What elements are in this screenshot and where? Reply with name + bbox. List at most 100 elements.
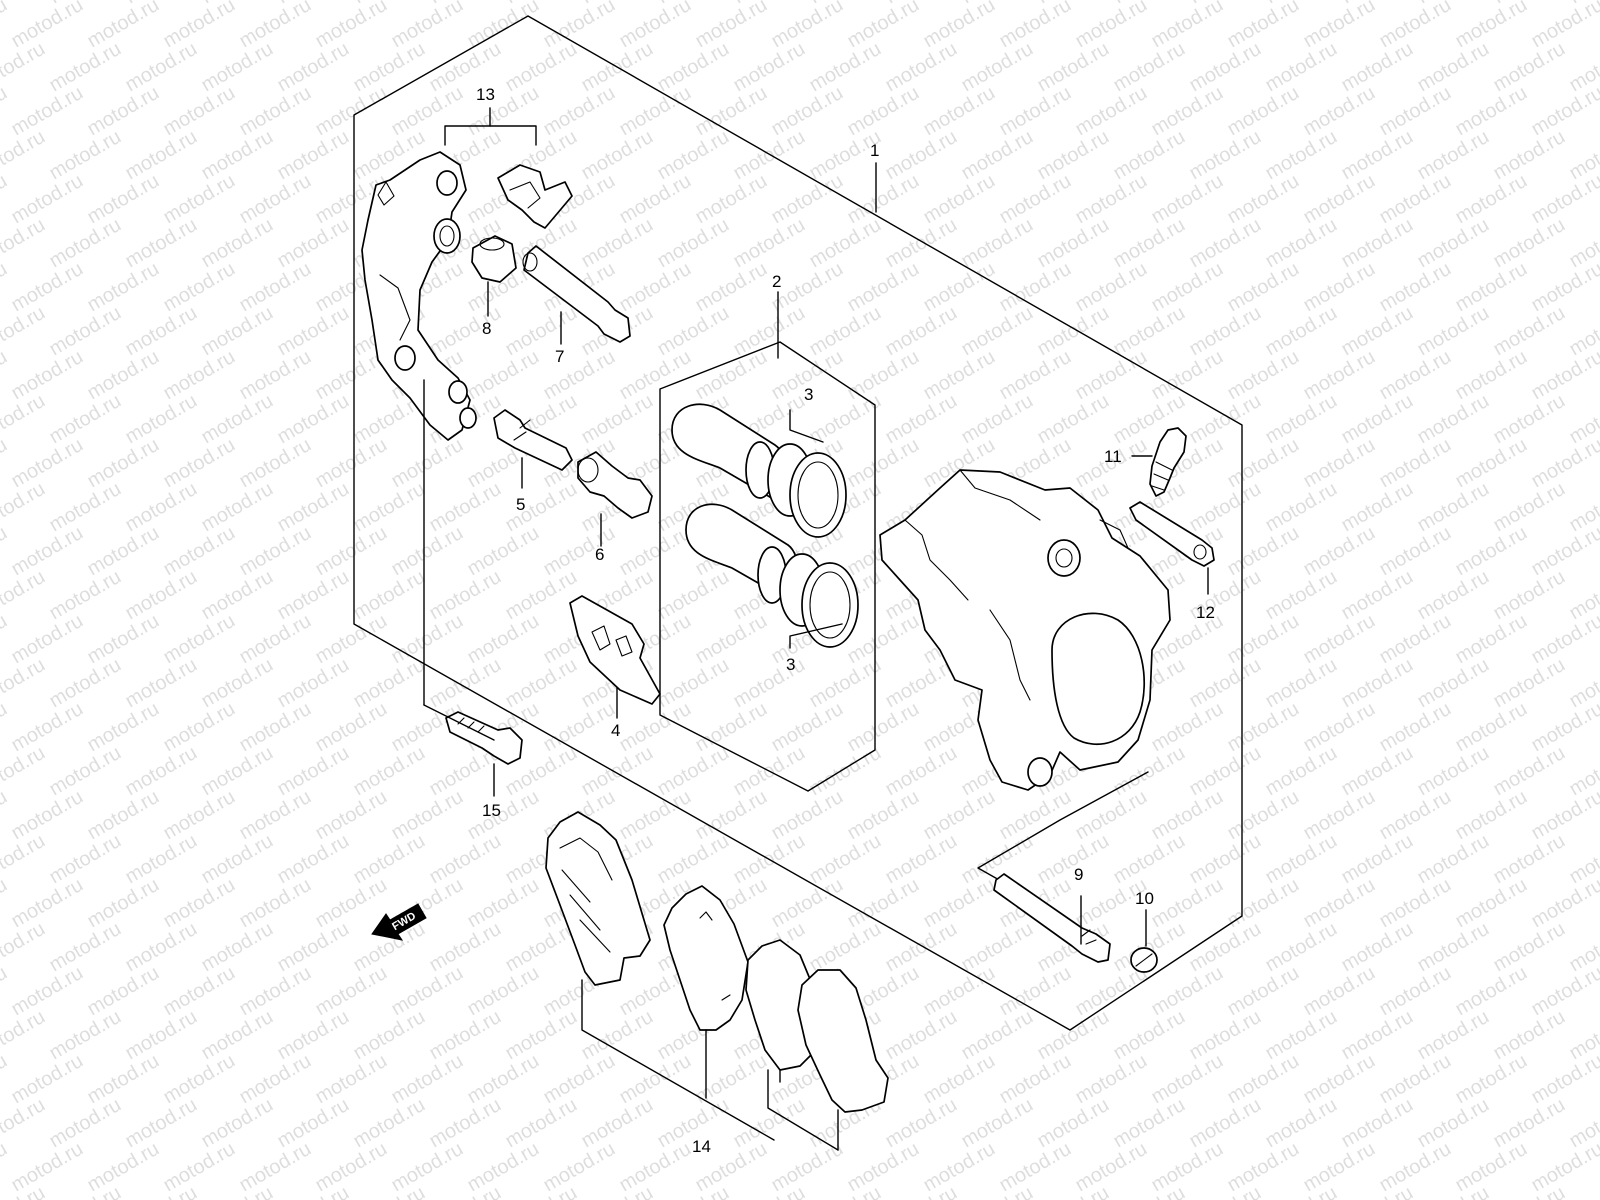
watermark-text: motod.ru [1414, 478, 1493, 537]
watermark-text: motod.ru [1338, 390, 1417, 449]
watermark-text: motod.ru [46, 1006, 125, 1065]
watermark-text: motod.ru [464, 1050, 543, 1109]
watermark-text: motod.ru [920, 346, 999, 405]
pad-spring-13 [497, 164, 573, 229]
watermark-text: motod.ru [0, 874, 11, 933]
watermark-text: motod.ru [1262, 1094, 1341, 1153]
watermark-text: motod.ru [1452, 874, 1531, 933]
watermark-text: motod.ru [1186, 742, 1265, 801]
watermark-text: motod.ru [8, 874, 87, 933]
watermark-text: motod.ru [806, 38, 885, 97]
callout-2: 2 [772, 272, 781, 291]
watermark-text: motod.ru [806, 830, 885, 889]
watermark-text: motod.ru [1414, 830, 1493, 889]
watermark-text: motod.ru [502, 38, 581, 97]
watermark-text: motod.ru [236, 522, 315, 581]
watermark-text: motod.ru [1338, 742, 1417, 801]
watermark-text: motod.ru [806, 302, 885, 361]
watermark-text: motod.ru [1490, 38, 1569, 97]
watermark-text: motod.ru [426, 478, 505, 537]
watermark-text: motod.ru [1528, 874, 1600, 933]
watermark-text: motod.ru [1528, 82, 1600, 141]
watermark-text: motod.ru [1034, 1182, 1113, 1200]
watermark-text: motod.ru [1148, 874, 1227, 933]
watermark-text: motod.ru [958, 390, 1037, 449]
watermark-text: motod.ru [0, 38, 49, 97]
watermark-text: motod.ru [236, 170, 315, 229]
callout-15: 15 [482, 801, 501, 820]
watermark-text: motod.ru [1490, 918, 1569, 977]
watermark-text: motod.ru [1186, 654, 1265, 713]
watermark-text: motod.ru [122, 1094, 201, 1153]
watermark-text: motod.ru [1452, 522, 1531, 581]
watermark-text: motod.ru [920, 874, 999, 933]
watermark-text: motod.ru [1110, 302, 1189, 361]
watermark-text: motod.ru [1338, 1182, 1417, 1200]
watermark-text: motod.ru [1034, 38, 1113, 97]
watermark-text: motod.ru [274, 654, 353, 713]
watermark-text: motod.ru [1528, 258, 1600, 317]
watermark-text: motod.ru [8, 962, 87, 1021]
watermark-text: motod.ru [1300, 962, 1379, 1021]
watermark-text: motod.ru [46, 654, 125, 713]
watermark-text: motod.ru [198, 214, 277, 273]
watermark-text: motod.ru [616, 0, 695, 52]
watermark-text: motod.ru [502, 1006, 581, 1065]
watermark-text: motod.ru [122, 214, 201, 273]
watermark-text: motod.ru [958, 1094, 1037, 1153]
watermark-text: motod.ru [1338, 918, 1417, 977]
watermark-text: motod.ru [844, 346, 923, 405]
watermark-text: motod.ru [236, 346, 315, 405]
watermark-text: motod.ru [920, 258, 999, 317]
watermark-text: motod.ru [1376, 170, 1455, 229]
callout-9: 9 [1074, 865, 1083, 884]
watermark-text: motod.ru [1376, 522, 1455, 581]
watermark-text: motod.ru [1376, 1138, 1455, 1197]
watermark-text: motod.ru [1452, 962, 1531, 1021]
watermark-text: motod.ru [46, 478, 125, 537]
watermark-text: motod.ru [0, 830, 49, 889]
watermark-text: motod.ru [768, 170, 847, 229]
watermark-text: motod.ru [274, 38, 353, 97]
watermark-text: motod.ru [1224, 434, 1303, 493]
watermark-text: motod.ru [1186, 478, 1265, 537]
watermark-text: motod.ru [730, 1094, 809, 1153]
watermark-text: motod.ru [198, 742, 277, 801]
watermark-text: motod.ru [388, 1138, 467, 1197]
watermark-text: motod.ru [1072, 258, 1151, 317]
watermark-text: motod.ru [464, 962, 543, 1021]
watermark-text: motod.ru [84, 1138, 163, 1197]
watermark-text: motod.ru [1338, 1006, 1417, 1065]
callout-12: 12 [1196, 603, 1215, 622]
watermark-text: motod.ru [0, 126, 49, 185]
watermark-text: motod.ru [1300, 434, 1379, 493]
watermark-text: motod.ru [0, 698, 11, 757]
watermark-text: motod.ru [1186, 1006, 1265, 1065]
watermark-text: motod.ru [1262, 302, 1341, 361]
watermark-text: motod.ru [464, 0, 543, 52]
watermark-text: motod.ru [464, 874, 543, 933]
watermark-text: motod.ru [350, 478, 429, 537]
callout-3-lower: 3 [786, 655, 795, 674]
watermark-text: motod.ru [312, 786, 391, 845]
watermark-text: motod.ru [198, 830, 277, 889]
watermark-text: motod.ru [274, 742, 353, 801]
watermark-text: motod.ru [806, 214, 885, 273]
watermark-text: motod.ru [540, 522, 619, 581]
watermark-text: motod.ru [274, 126, 353, 185]
watermark-text: motod.ru [1072, 1138, 1151, 1197]
watermark-text: motod.ru [1110, 1094, 1189, 1153]
watermark-text: motod.ru [1490, 830, 1569, 889]
watermark-text: motod.ru [1338, 830, 1417, 889]
watermark-text: motod.ru [1034, 390, 1113, 449]
watermark-text: motod.ru [350, 830, 429, 889]
watermark-text: motod.ru [1452, 1138, 1531, 1197]
watermark-text: motod.ru [882, 390, 961, 449]
watermark-text: motod.ru [692, 610, 771, 669]
watermark-text: motod.ru [464, 1138, 543, 1197]
watermark-text: motod.ru [692, 258, 771, 317]
watermark-text: motod.ru [46, 1182, 125, 1200]
watermark-text: motod.ru [0, 258, 11, 317]
watermark-text: motod.ru [1338, 214, 1417, 273]
caliper-bracket-13 [361, 151, 477, 441]
